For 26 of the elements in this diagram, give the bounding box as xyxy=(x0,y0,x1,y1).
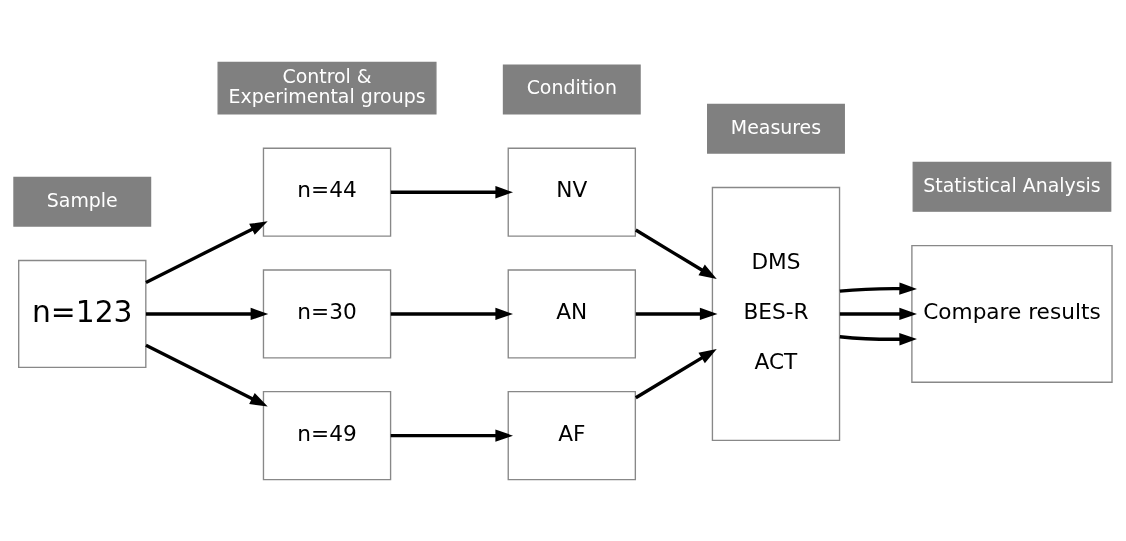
node-box: Statistical Analysis xyxy=(912,161,1112,212)
arrow xyxy=(390,185,513,198)
arrow xyxy=(390,307,513,320)
arrow xyxy=(635,307,718,320)
arrow xyxy=(390,428,513,442)
arrow xyxy=(839,281,917,295)
arrow xyxy=(145,220,268,284)
arrow xyxy=(145,307,269,320)
arrow xyxy=(839,307,917,320)
arrow xyxy=(839,332,917,345)
node-box: Compare results xyxy=(911,244,1113,383)
node-box: n=44 xyxy=(262,147,392,237)
node-box: Condition xyxy=(502,63,641,114)
node-box: AN xyxy=(507,268,637,359)
arrow xyxy=(634,348,717,399)
node-box: Control & Experimental groups xyxy=(217,61,437,114)
node-box: DMS BES-R ACT xyxy=(711,186,841,441)
arrow xyxy=(634,228,717,279)
node-box: n=30 xyxy=(262,268,392,359)
node-box: NV xyxy=(507,147,637,237)
node-box: Sample xyxy=(13,176,152,227)
arrow xyxy=(145,343,268,406)
node-box: AF xyxy=(507,390,637,480)
node-box: n=49 xyxy=(262,390,392,480)
node-box: Measures xyxy=(707,103,845,154)
node-box: n=123 xyxy=(18,259,147,368)
